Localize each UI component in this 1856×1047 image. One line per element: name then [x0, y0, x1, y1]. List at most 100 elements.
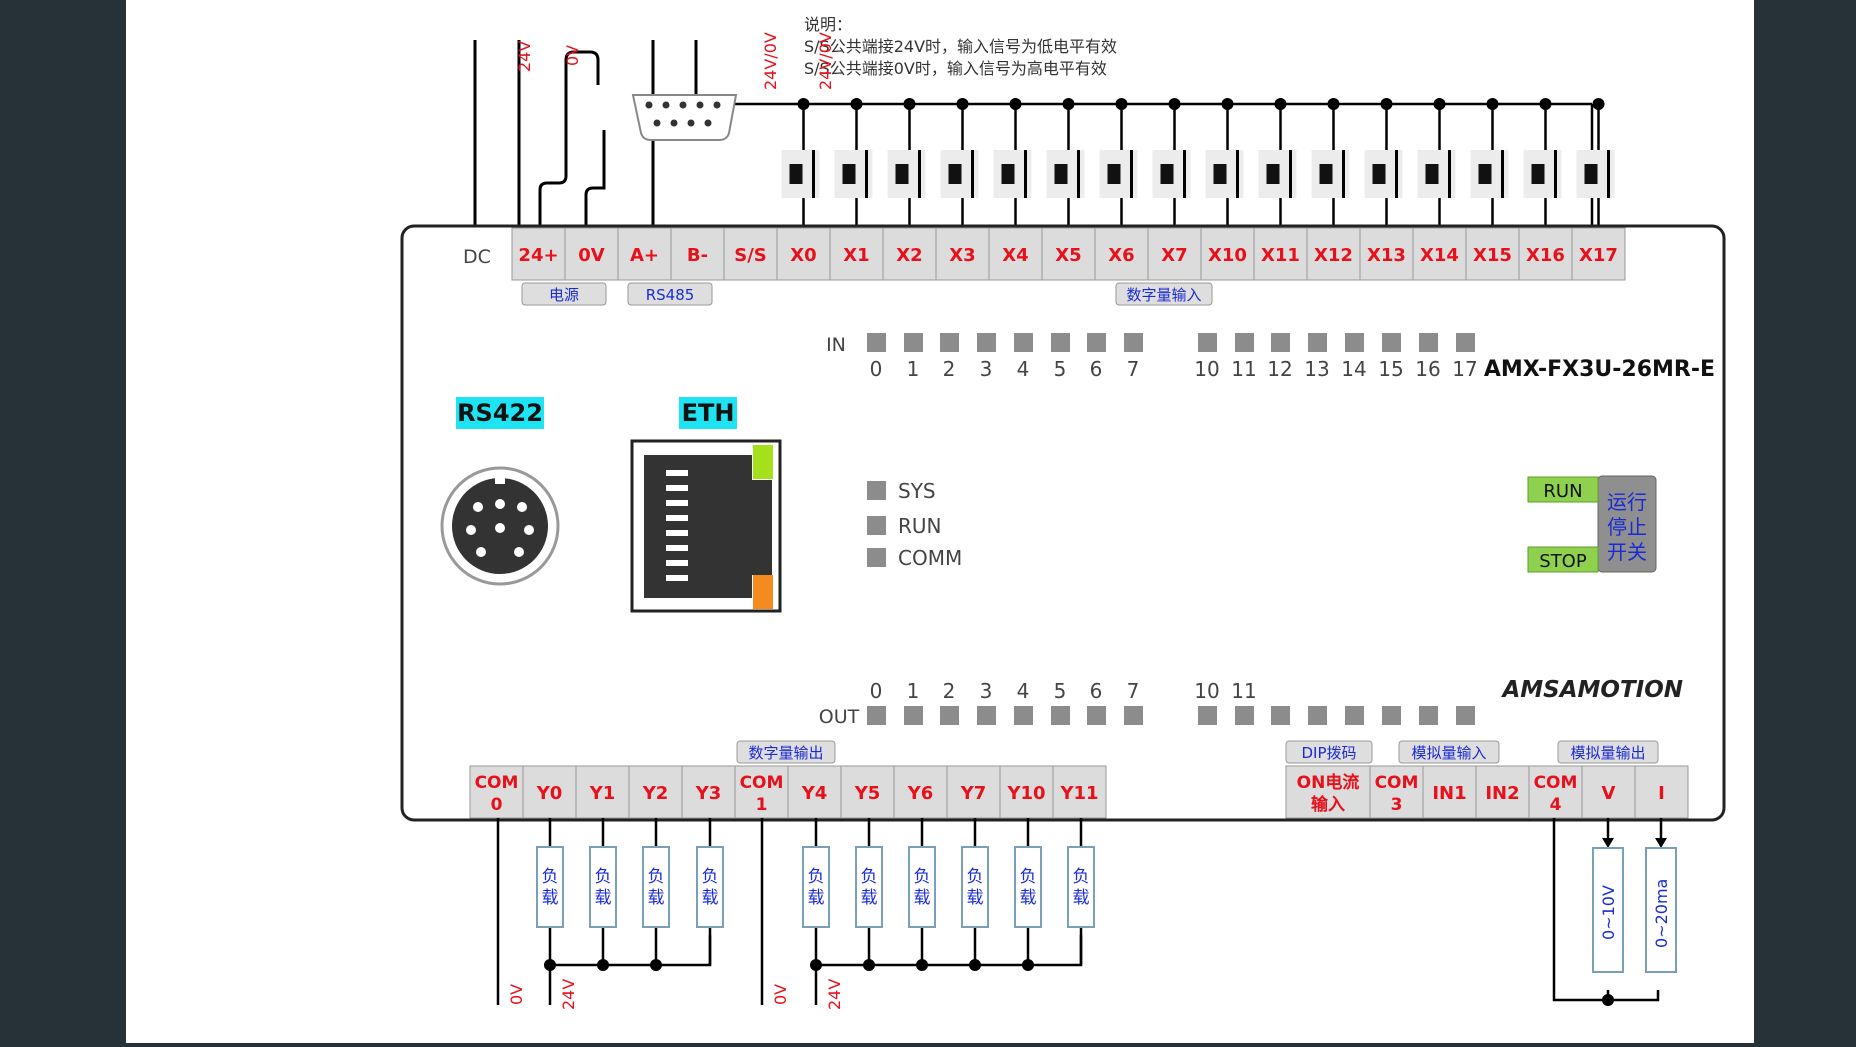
status-led-comm-label: COMM [898, 546, 962, 570]
bottom-terminal-in2: IN2 [1475, 765, 1530, 819]
bottom-terminal-label: Y3 [695, 783, 722, 804]
bottom-terminal-y11: Y11 [1052, 765, 1107, 819]
input-switch-x5 [1046, 104, 1085, 228]
out-led-number-6: 6 [1090, 679, 1103, 703]
top-terminal-label: X10 [1208, 245, 1247, 266]
in-led-2: 2 [940, 333, 959, 381]
bottom-terminal-label: COM [740, 773, 784, 793]
load-y10: 负载 [1014, 818, 1042, 965]
out-led-number-3: 3 [980, 679, 993, 703]
input-switches [781, 104, 1615, 228]
out-led-15 [1456, 706, 1475, 725]
note-title: 说明： [804, 15, 852, 34]
run-stop-switch[interactable]: RUN STOP 运行 停止 开关 [1527, 475, 1657, 573]
bottom-wire-label-0v-b: 0V [771, 984, 790, 1005]
group-label-digital-input-text: 数字量输入 [1126, 286, 1201, 304]
load-text-1: 负 [702, 867, 719, 887]
out-led-row [867, 706, 1475, 725]
rs422-label-bg [456, 397, 544, 429]
out-led-12 [1345, 706, 1364, 725]
status-led-sys-label: SYS [898, 479, 936, 503]
bottom-terminal-label: 输入 [1311, 794, 1345, 815]
top-terminal-x17: X17 [1571, 227, 1626, 281]
bottom-terminal-label: Y4 [801, 783, 828, 804]
wire-label-24v: 24V [515, 41, 534, 72]
switch-text-line-3: 开关 [1607, 540, 1647, 564]
out-led-4 [1014, 706, 1033, 725]
rs422-port-icon [440, 466, 560, 586]
out-led-number-5: 5 [1054, 679, 1067, 703]
in-led-16: 16 [1415, 333, 1441, 381]
load-text-2: 载 [542, 888, 559, 908]
run-switch-position[interactable] [1527, 476, 1599, 503]
top-terminal-label: X7 [1161, 245, 1187, 266]
out-led-number-4: 4 [1017, 679, 1030, 703]
top-terminal-x0: X0 [776, 227, 831, 281]
out-led-number-7: 7 [1127, 679, 1140, 703]
load-text-1: 负 [542, 867, 559, 887]
load-y4: 负载 [802, 818, 830, 965]
switch-text-line-1: 运行 [1607, 490, 1647, 514]
wire-label-ss: 24V/0V [761, 32, 780, 90]
bottom-terminal-in1: IN1 [1422, 765, 1477, 819]
status-led-sys: SYS [867, 479, 936, 503]
in-led-number: 15 [1378, 357, 1403, 381]
load-y6: 负载 [908, 818, 936, 965]
analog-out-voltage-range: 0~10V [1599, 885, 1618, 940]
status-led-run: RUN [867, 514, 942, 538]
input-switch-x10 [1205, 104, 1244, 228]
out-led-number-2: 2 [943, 679, 956, 703]
top-terminal-x7: X7 [1147, 227, 1202, 281]
diagram-svg: 说明： S/S公共端接24V时，输入信号为低电平有效 S/S公共端接0V时，输入… [400, 15, 1726, 1010]
top-terminal-x16: X16 [1518, 227, 1573, 281]
load-y11: 负载 [1067, 818, 1095, 965]
top-terminal-label: X14 [1420, 245, 1459, 266]
dc-label: DC [463, 246, 491, 268]
bottom-terminal-label: V [1602, 783, 1616, 804]
bottom-terminal-y1: Y1 [575, 765, 630, 819]
db9-connector-icon [631, 94, 738, 141]
top-terminal-label: X2 [896, 245, 922, 266]
out-led-2 [940, 706, 959, 725]
bottom-terminal-label: Y5 [854, 783, 881, 804]
stop-switch-position[interactable] [1527, 546, 1599, 573]
in-led-7: 7 [1124, 333, 1143, 381]
top-terminal-x11: X11 [1253, 227, 1308, 281]
out-led-number-11: 11 [1231, 679, 1256, 703]
input-switch-x14 [1417, 104, 1456, 228]
group-label-power-text: 电源 [549, 286, 579, 304]
in-led-number: 3 [980, 357, 993, 381]
load-text-2: 载 [808, 888, 825, 908]
load-y1: 负载 [589, 818, 617, 965]
load-text-2: 载 [914, 888, 931, 908]
input-switch-x15 [1470, 104, 1509, 228]
analog-out-current: 0~20ma [1645, 818, 1677, 973]
bottom-terminal-i: I [1634, 765, 1689, 819]
in-led-number: 12 [1267, 357, 1292, 381]
bottom-terminal-label: 1 [756, 795, 768, 815]
analog-out-current-range: 0~20ma [1652, 879, 1671, 948]
top-terminal-b: B- [670, 227, 725, 281]
bottom-terminal-label: 4 [1550, 795, 1562, 815]
top-terminal-x2: X2 [882, 227, 937, 281]
out-led-number-0: 0 [870, 679, 883, 703]
out-led-6 [1087, 706, 1106, 725]
group-label-analog-output-text: 模拟量输出 [1570, 744, 1645, 762]
bottom-terminal-y2: Y2 [628, 765, 683, 819]
top-terminal-0v: 0V [564, 227, 619, 281]
in-led-number: 0 [870, 357, 883, 381]
switch-text-line-2: 停止 [1607, 515, 1647, 539]
top-terminal-label: S/S [734, 245, 767, 266]
eth-activity-led [753, 575, 773, 609]
top-terminal-label: 0V [578, 245, 605, 266]
bottom-terminal-y6: Y6 [893, 765, 948, 819]
out-led-14 [1419, 706, 1438, 725]
load-y5: 负载 [855, 818, 883, 965]
top-terminal-label: X12 [1314, 245, 1353, 266]
input-switch-x17 [1576, 104, 1615, 228]
in-led-13: 13 [1304, 333, 1330, 381]
top-terminal-label: X0 [790, 245, 816, 266]
